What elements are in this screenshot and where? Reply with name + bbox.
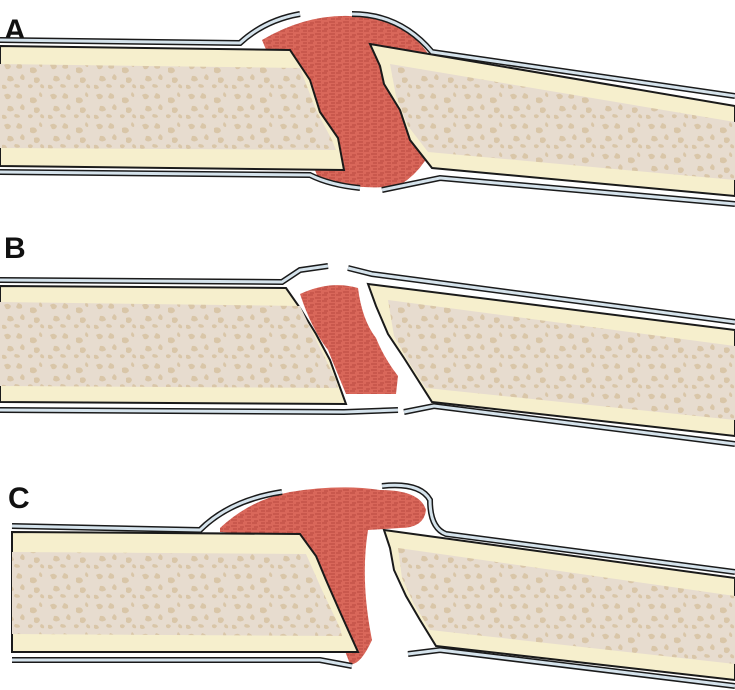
right-bone-fragment-c bbox=[381, 482, 735, 689]
fracture-hematoma-b bbox=[300, 285, 398, 394]
left-bone-fragment-a bbox=[0, 11, 361, 191]
panel-a: A bbox=[0, 11, 735, 207]
left-bone-fragment-c bbox=[11, 489, 360, 669]
left-bone-fragment-b bbox=[0, 263, 399, 416]
right-bone-fragment-b bbox=[347, 265, 735, 447]
panel-label-b: B bbox=[4, 232, 26, 265]
right-bone-fragment-a bbox=[351, 11, 735, 207]
panel-c: C bbox=[8, 482, 735, 689]
periosteum-top-left-a bbox=[0, 11, 301, 47]
panel-b: B bbox=[0, 232, 735, 447]
panel-label-c: C bbox=[8, 482, 30, 515]
